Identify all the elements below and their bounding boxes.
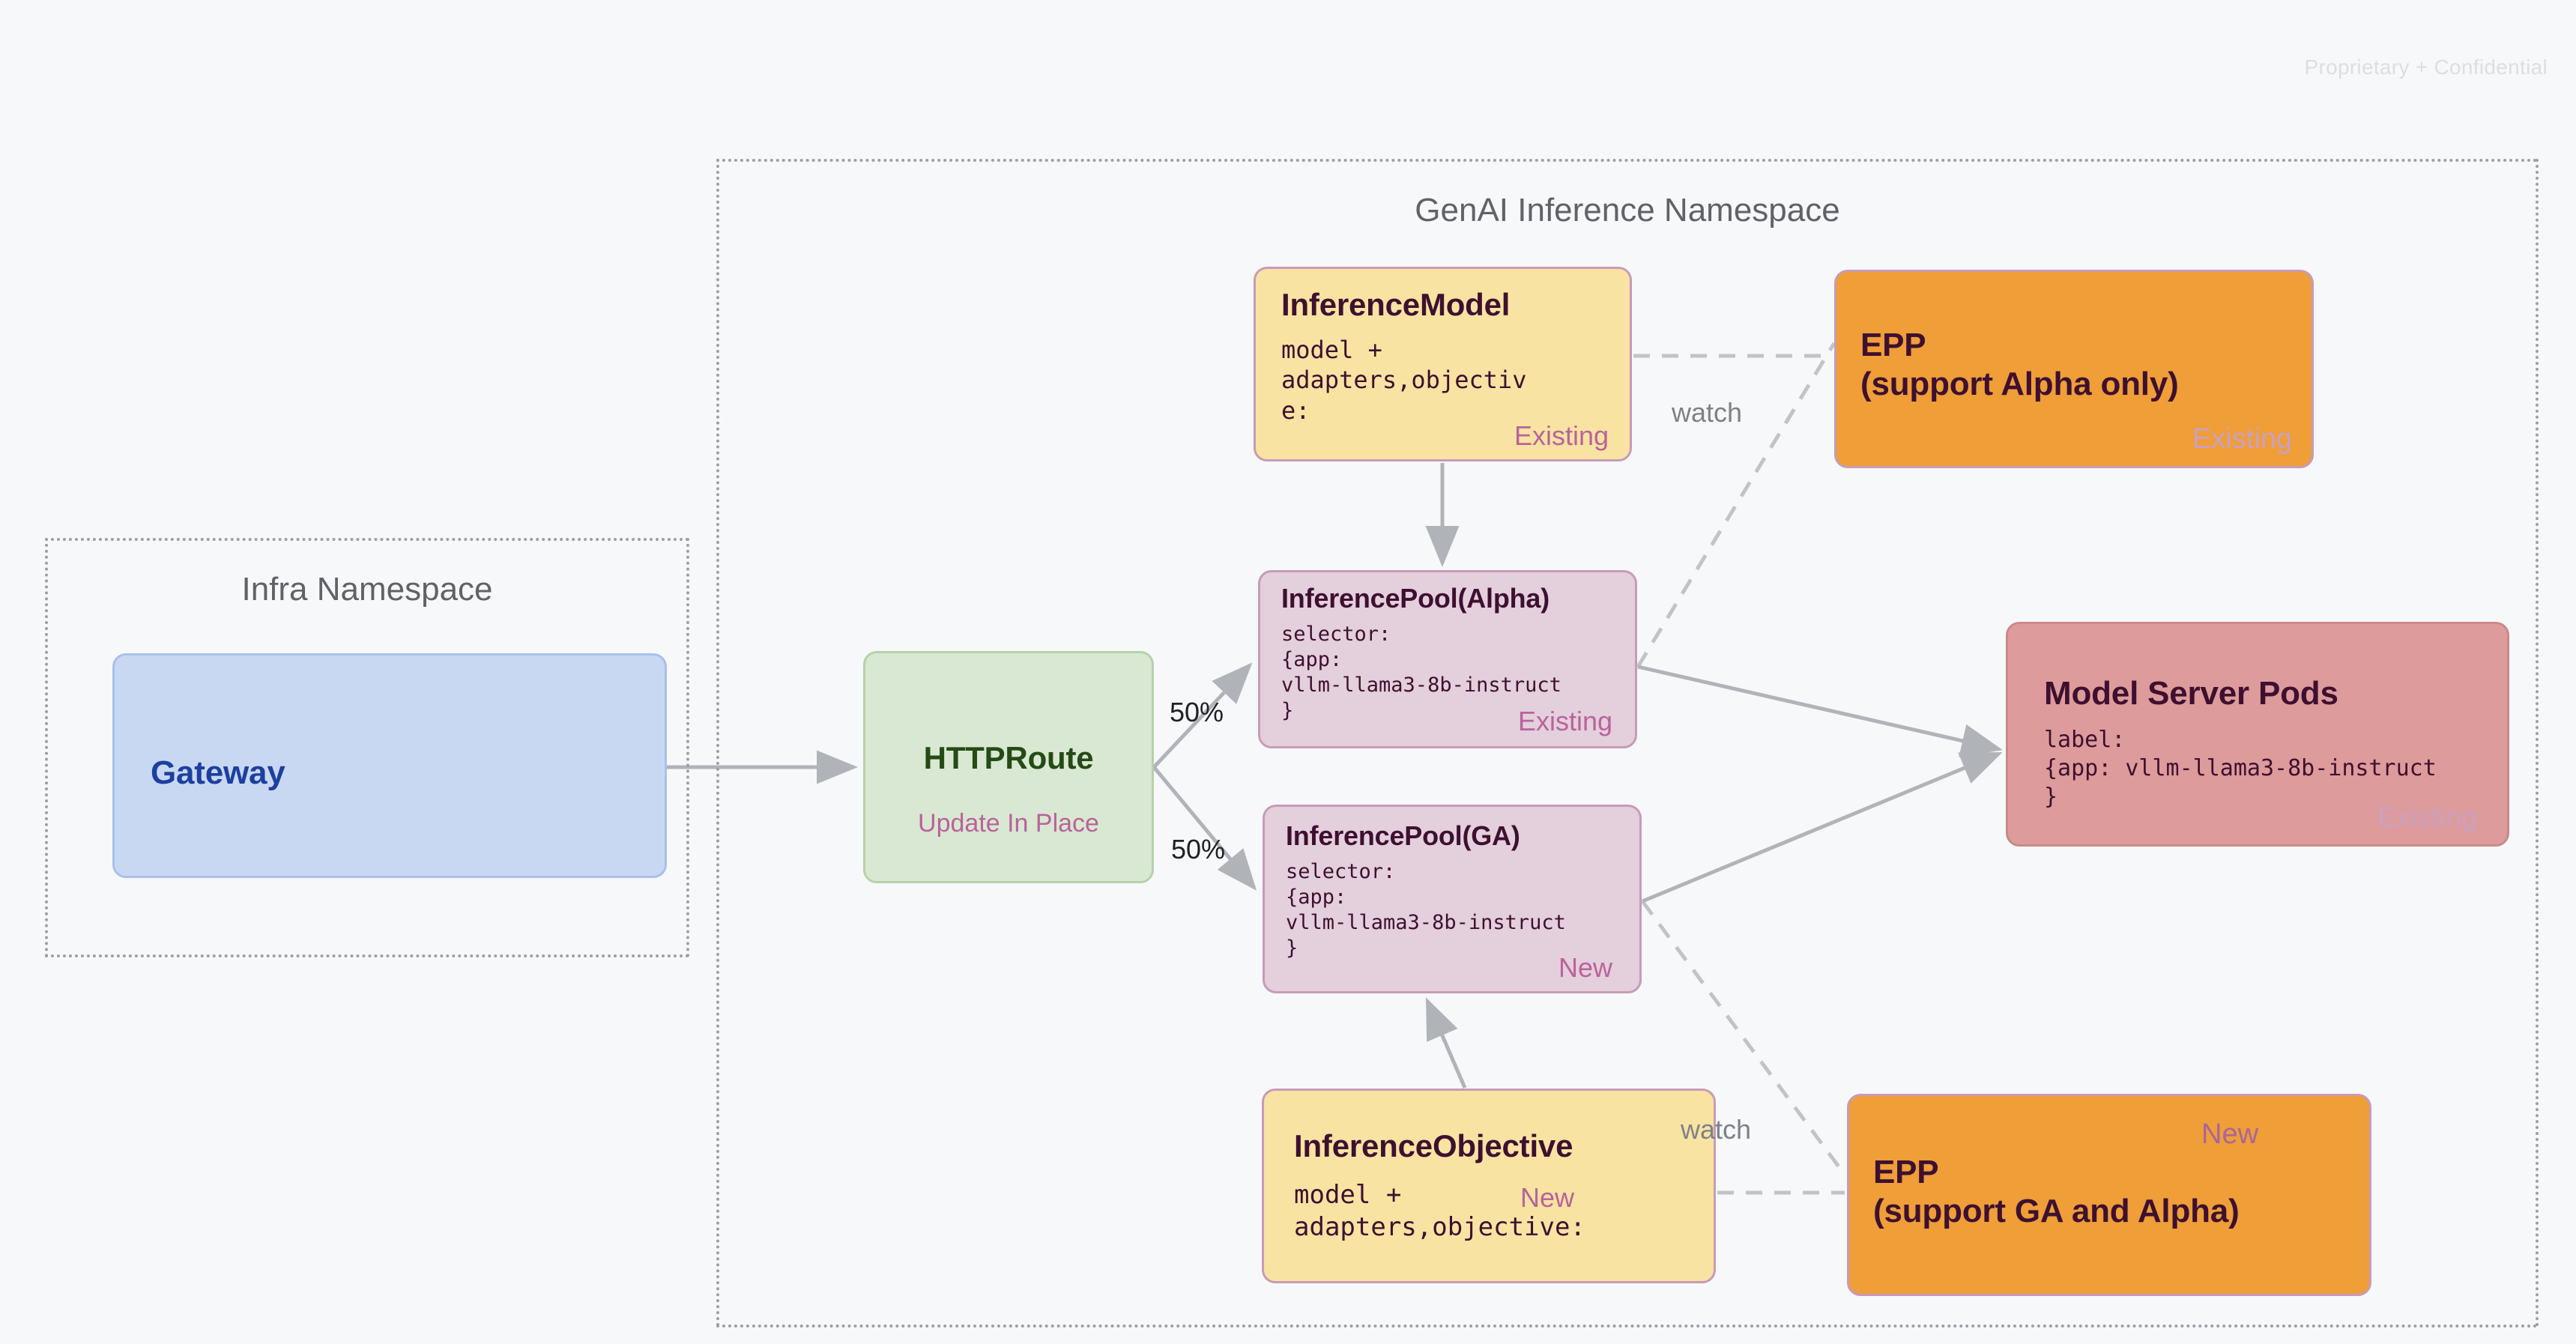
edge-label-split-top: 50% bbox=[1170, 697, 1224, 727]
inferencemodel-spec: model + adapters,objectiv e: bbox=[1281, 336, 1527, 425]
model-server-pods-status-tag: Existing bbox=[2377, 802, 2477, 833]
edge-label-split-bottom: 50% bbox=[1171, 834, 1226, 865]
epp-alpha-title: EPP (support Alpha only) bbox=[1860, 327, 2179, 402]
edge-label-watch-bottom: watch bbox=[1681, 1114, 1752, 1145]
model-server-pods-spec: label: {app: vllm-llama3-8b-instruct } bbox=[2044, 727, 2437, 810]
node-epp-alpha[interactable]: EPP (support Alpha only) Existing bbox=[1834, 270, 2314, 468]
epp-ga-status-tag: New bbox=[2201, 1119, 2259, 1150]
epp-alpha-status-tag: Existing bbox=[2192, 423, 2292, 455]
namespace-infra: Infra Namespace bbox=[45, 538, 689, 957]
namespace-infra-title: Infra Namespace bbox=[241, 571, 493, 608]
httproute-title: HTTPRoute bbox=[923, 740, 1094, 775]
inferenceobjective-status-tag: New bbox=[1520, 1182, 1575, 1213]
model-server-pods-title: Model Server Pods bbox=[2044, 675, 2338, 712]
inferencepool-ga-title: InferencePool(GA) bbox=[1286, 820, 1520, 851]
node-inferenceobjective[interactable]: InferenceObjective model + adapters,obje… bbox=[1262, 1089, 1716, 1283]
inferenceobjective-title: InferenceObjective bbox=[1294, 1128, 1573, 1163]
inferenceobjective-spec: model + adapters,objective: bbox=[1294, 1180, 1585, 1242]
httproute-status-tag: Update In Place bbox=[918, 809, 1099, 838]
node-inferencemodel[interactable]: InferenceModel model + adapters,objectiv… bbox=[1254, 267, 1632, 461]
confidentiality-notice: Proprietary + Confidential bbox=[2304, 55, 2548, 79]
namespace-genai-title: GenAI Inference Namespace bbox=[1415, 192, 1840, 228]
inferencepool-alpha-title: InferencePool(Alpha) bbox=[1281, 583, 1550, 614]
inferencepool-ga-status-tag: New bbox=[1558, 952, 1612, 983]
node-httproute[interactable]: HTTPRoute Update In Place bbox=[863, 651, 1154, 883]
gateway-title: Gateway bbox=[151, 754, 285, 791]
node-inferencepool-alpha[interactable]: InferencePool(Alpha) selector: {app: vll… bbox=[1258, 570, 1637, 748]
edge-label-watch-top: watch bbox=[1672, 397, 1743, 428]
inferencemodel-title: InferenceModel bbox=[1281, 287, 1511, 322]
node-epp-ga[interactable]: EPP (support GA and Alpha) New bbox=[1847, 1094, 2371, 1296]
inferencepool-ga-spec: selector: {app: vllm-llama3-8b-instruct … bbox=[1286, 860, 1566, 960]
node-inferencepool-ga[interactable]: InferencePool(GA) selector: {app: vllm-l… bbox=[1263, 805, 1642, 993]
namespace-genai: GenAI Inference Namespace bbox=[716, 159, 2539, 1328]
inferencepool-alpha-spec: selector: {app: vllm-llama3-8b-instruct … bbox=[1281, 623, 1561, 723]
inferencepool-alpha-status-tag: Existing bbox=[1517, 706, 1612, 736]
inferencemodel-status-tag: Existing bbox=[1514, 420, 1609, 451]
node-gateway[interactable]: Gateway bbox=[112, 653, 667, 878]
epp-ga-title: EPP (support GA and Alpha) bbox=[1873, 1154, 2240, 1229]
node-model-server-pods[interactable]: Model Server Pods label: {app: vllm-llam… bbox=[2006, 622, 2509, 847]
